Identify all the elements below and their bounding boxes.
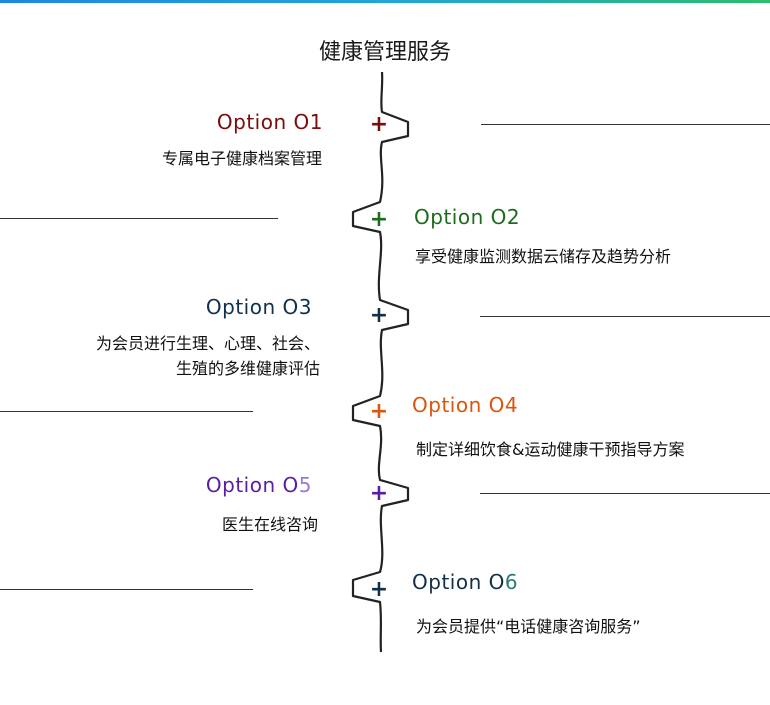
option-01-label: Option O1 — [160, 110, 323, 134]
option-06-plus-icon[interactable]: + — [369, 577, 389, 602]
option-02-desc: 享受健康监测数据云储存及趋势分析 — [415, 244, 671, 269]
option-05-desc: 医生在线咨询 — [150, 512, 318, 537]
option-04-desc: 制定详细饮食&运动健康干预指导方案 — [416, 437, 684, 462]
option-05-number: 5 — [298, 473, 312, 497]
option-03-number: 3 — [298, 295, 312, 319]
option-04-prefix: Option O — [412, 393, 505, 417]
option-06-number: 6 — [504, 570, 519, 594]
option-01-desc: 专属电子健康档案管理 — [100, 146, 322, 171]
top-accent-bar — [0, 0, 770, 3]
option-02-prefix: Option O — [414, 205, 507, 229]
option-02-label: Option O2 — [414, 205, 520, 229]
option-01-plus-icon[interactable]: + — [369, 112, 389, 137]
option-03-desc-line-1: 为会员进行生理、心理、社会、 — [95, 334, 320, 353]
option-06-rule — [0, 589, 253, 590]
option-06-prefix: Option O — [412, 570, 505, 594]
option-01-prefix: Option O — [216, 110, 310, 134]
option-03-desc: 为会员进行生理、心理、社会、 生殖的多维健康评估 — [40, 331, 320, 381]
option-05-rule — [480, 493, 770, 494]
option-04-rule — [0, 411, 253, 412]
page-title: 健康管理服务 — [318, 40, 451, 65]
option-04-plus-icon[interactable]: + — [369, 399, 389, 424]
option-02-number: 2 — [506, 205, 521, 229]
option-06-desc: 为会员提供“电话健康咨询服务” — [416, 614, 641, 639]
option-03-plus-icon[interactable]: + — [369, 303, 389, 328]
option-05-plus-icon[interactable]: + — [369, 481, 389, 506]
option-02-plus-icon[interactable]: + — [369, 207, 389, 232]
option-03-desc-line-2: 生殖的多维健康评估 — [175, 359, 320, 378]
option-03-prefix: Option O — [205, 295, 299, 319]
option-02-desc-line: 享受健康监测数据云储存及趋势分析 — [415, 247, 672, 266]
option-06-desc-line: 为会员提供“电话健康咨询服务” — [416, 617, 641, 636]
option-02-rule — [0, 218, 278, 219]
option-04-number: 4 — [504, 393, 519, 417]
option-05-prefix: Option O — [205, 473, 299, 497]
option-01-rule — [481, 124, 770, 125]
option-05-label: Option O5 — [150, 473, 312, 497]
option-01-desc-line: 专属电子健康档案管理 — [161, 149, 322, 168]
option-01-number: 1 — [309, 110, 323, 134]
option-06-label: Option O6 — [412, 570, 518, 594]
option-03-label: Option O3 — [150, 295, 312, 319]
option-04-label: Option O4 — [412, 393, 518, 417]
option-03-rule — [480, 316, 770, 317]
option-05-desc-line: 医生在线咨询 — [221, 515, 318, 534]
option-04-desc-line: 制定详细饮食&运动健康干预指导方案 — [416, 440, 685, 459]
